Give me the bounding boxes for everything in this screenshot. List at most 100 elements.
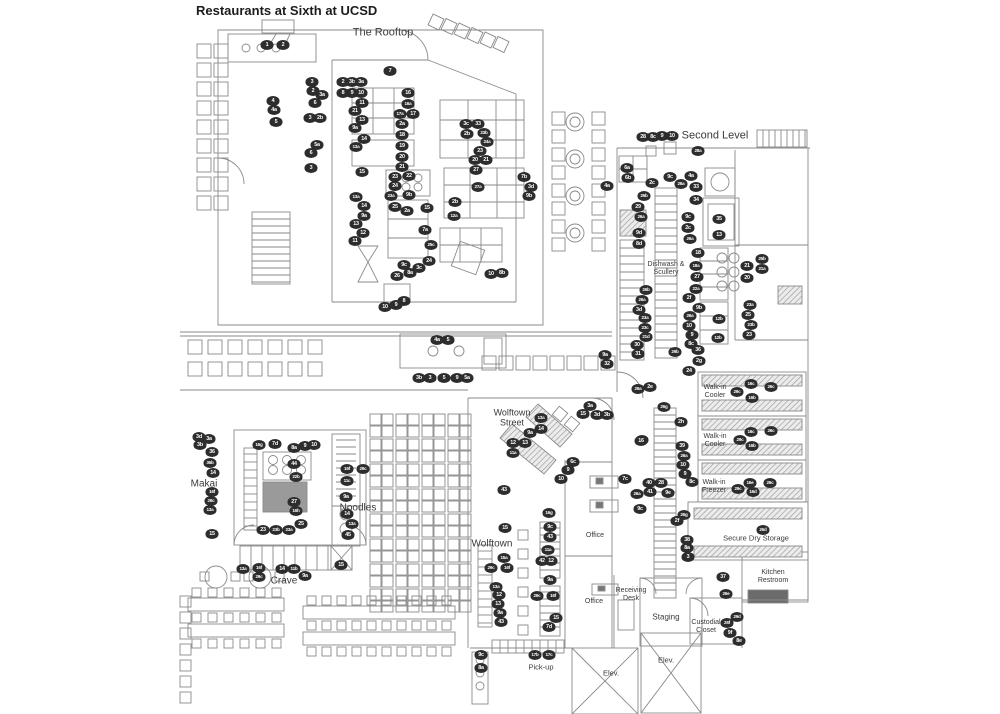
- equipment-marker-26d: 26d: [756, 525, 770, 535]
- equipment-marker-32: 32: [600, 359, 614, 369]
- equipment-marker-12a: 12a: [447, 211, 461, 221]
- equipment-marker-21: 21: [740, 261, 754, 271]
- equipment-marker-7d: 7d: [268, 439, 282, 449]
- equipment-marker-7b: 7b: [517, 172, 531, 182]
- equipment-marker-9c: 9c: [633, 504, 647, 514]
- equipment-marker-9a: 9a: [543, 575, 557, 585]
- equipment-marker-13a: 13a: [489, 582, 503, 592]
- equipment-marker-9: 9: [345, 88, 359, 98]
- equipment-marker-23c: 23c: [638, 323, 652, 333]
- equipment-marker-6c: 6c: [566, 457, 580, 467]
- equipment-marker-36b: 36b: [203, 458, 217, 468]
- equipment-marker-27: 27: [287, 497, 301, 507]
- area-label-dishwash-scullery: Dishwash & Scullery: [647, 260, 685, 276]
- equipment-marker-8c: 8c: [685, 477, 699, 487]
- equipment-marker-11: 11: [348, 236, 362, 246]
- equipment-marker-26b: 26b: [639, 285, 653, 295]
- equipment-marker-38: 38: [680, 535, 694, 545]
- equipment-marker-14: 14: [534, 424, 548, 434]
- equipment-marker-4a: 4a: [430, 335, 444, 345]
- equipment-marker-6: 6: [308, 98, 322, 108]
- equipment-marker-3b: 3b: [600, 410, 614, 420]
- equipment-marker-15a: 15a: [497, 553, 511, 563]
- equipment-marker-8a: 8a: [680, 543, 694, 553]
- equipment-marker-20: 20: [468, 155, 482, 165]
- equipment-marker-26g: 26g: [657, 402, 671, 412]
- equipment-marker-16: 16: [401, 88, 415, 98]
- equipment-marker-5: 5: [269, 117, 283, 127]
- equipment-marker-24: 24: [422, 256, 436, 266]
- equipment-marker-21a: 21a: [755, 264, 769, 274]
- equipment-marker-9: 9: [678, 469, 692, 479]
- area-label-elev-: Elev.: [602, 668, 620, 678]
- equipment-marker-7: 7: [383, 66, 397, 76]
- equipment-marker-11a: 11a: [541, 545, 555, 555]
- equipment-marker-43: 43: [497, 485, 511, 495]
- equipment-marker-20: 20: [395, 152, 409, 162]
- equipment-marker-1: 1: [260, 40, 274, 50]
- equipment-marker-45: 45: [341, 530, 355, 540]
- equipment-marker-23b: 23b: [744, 320, 758, 330]
- equipment-marker-3c: 3c: [412, 263, 426, 273]
- area-label-office: Office: [585, 531, 605, 539]
- area-label-walk-in-cooler: Walk-in Cooler: [703, 383, 727, 399]
- equipment-marker-9: 9: [685, 330, 699, 340]
- equipment-marker-29c: 29c: [204, 496, 218, 506]
- equipment-marker-5a: 5a: [310, 140, 324, 150]
- area-label-walk-in-cooler: Walk-in Cooler: [703, 432, 727, 448]
- equipment-marker-35: 35: [712, 214, 726, 224]
- equipment-marker-16c: 16c: [744, 427, 758, 437]
- area-label-wolftown-street: Wolftown Street: [493, 407, 531, 428]
- equipment-marker-41: 41: [643, 487, 657, 497]
- equipment-marker-3: 3: [423, 373, 437, 383]
- equipment-marker-26a: 26a: [634, 212, 648, 222]
- equipment-marker-4a: 4a: [684, 171, 698, 181]
- equipment-marker-3c: 3c: [459, 119, 473, 129]
- equipment-marker-2g: 2g: [692, 356, 706, 366]
- equipment-marker-29d: 29d: [730, 612, 744, 622]
- equipment-marker-9e: 9e: [661, 488, 675, 498]
- equipment-marker-8a: 8a: [474, 663, 488, 673]
- equipment-marker-36: 36: [205, 447, 219, 457]
- equipment-marker-8: 8: [397, 296, 411, 306]
- equipment-marker-12b: 12b: [711, 333, 725, 343]
- equipment-marker-28: 28: [636, 132, 650, 142]
- equipment-marker-27: 27: [690, 272, 704, 282]
- equipment-marker-3a: 3a: [202, 434, 216, 444]
- equipment-marker-9f: 9f: [723, 628, 737, 638]
- equipment-marker-22b: 22b: [289, 472, 303, 482]
- equipment-marker-16f: 16f: [205, 487, 219, 497]
- equipment-marker-3: 3: [304, 163, 318, 173]
- equipment-marker-16b: 16b: [745, 441, 759, 451]
- equipment-marker-13a: 13a: [534, 413, 548, 423]
- equipment-marker-28a: 28a: [691, 146, 705, 156]
- equipment-marker-26a: 26a: [677, 451, 691, 461]
- area-label-walk-in-freezer: Walk-in Freezer: [701, 478, 727, 494]
- equipment-marker-26e: 26e: [719, 589, 733, 599]
- equipment-marker-10: 10: [554, 474, 568, 484]
- equipment-marker-8c: 8c: [684, 339, 698, 349]
- equipment-marker-9d: 9d: [632, 228, 646, 238]
- equipment-marker-34: 34: [689, 195, 703, 205]
- equipment-marker-3a: 3a: [583, 401, 597, 411]
- equipment-marker-26b: 26b: [637, 191, 651, 201]
- equipment-marker-13a: 13a: [236, 564, 250, 574]
- equipment-marker-26f: 26f: [720, 618, 734, 628]
- equipment-marker-29c: 29c: [530, 591, 544, 601]
- equipment-marker-8e: 8e: [732, 636, 746, 646]
- equipment-marker-7a: 7a: [418, 225, 432, 235]
- equipment-marker-11b: 11b: [287, 564, 301, 574]
- equipment-marker-2f: 2f: [670, 516, 684, 526]
- area-label-pick-up: Pick-up: [528, 662, 554, 672]
- equipment-marker-25: 25: [388, 202, 402, 212]
- equipment-marker-26c: 26c: [764, 382, 778, 392]
- equipment-marker-6b: 6b: [621, 173, 635, 183]
- equipment-marker-23a: 23a: [743, 300, 757, 310]
- equipment-marker-26g: 26g: [677, 510, 691, 520]
- equipment-marker-25: 25: [741, 310, 755, 320]
- equipment-marker-12: 12: [356, 228, 370, 238]
- area-label-second-level: Second Level: [681, 129, 749, 142]
- equipment-marker-10: 10: [676, 460, 690, 470]
- equipment-marker-3d: 3d: [590, 410, 604, 420]
- area-label-secure-dry-storage: Secure Dry Storage: [723, 533, 789, 543]
